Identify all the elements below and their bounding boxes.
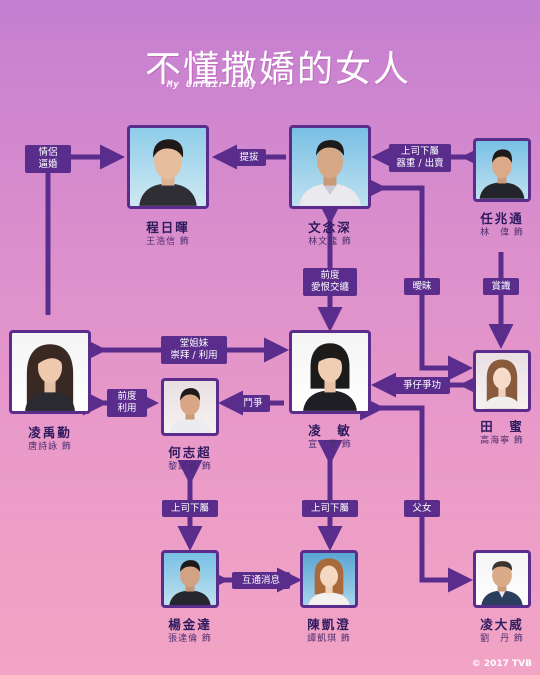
label-appreciate: 賞識 [483, 278, 519, 295]
character-name-yeung-kam-tat: 楊金達 [168, 617, 212, 632]
actor-credit-ling-man: 宣 萱 飾 [308, 440, 352, 450]
portrait-yam-siu-tung [473, 138, 531, 202]
character-name-ling-tai-wai: 凌大威 [480, 617, 524, 632]
actor-credit-yeung-kam-tat: 張達倫 飾 [168, 634, 212, 644]
portrait-ling-man [289, 330, 371, 414]
show-title: 不懂撒嬌的女人 My Unfair Lady [145, 40, 409, 100]
person-silhouette-icon [479, 149, 525, 199]
label-cousins: 堂姐妹 崇拜 / 利用 [161, 336, 227, 364]
actor-credit-ling-yu-kan: 唐詩詠 飾 [28, 442, 72, 452]
label-boss-sub-left: 上司下屬 [162, 500, 218, 517]
label-promote: 提拔 [232, 149, 266, 166]
character-name-ho-chi-chiu: 何志超 [168, 445, 212, 460]
portrait-ching-yat-fai [127, 125, 209, 209]
portrait-chan-hoi-ching [300, 550, 358, 608]
label-father-daughter: 父女 [404, 500, 440, 517]
actor-credit-tin-mat: 高海寧 飾 [480, 436, 524, 446]
label-compete: 爭仔爭功 [394, 377, 450, 394]
copyright-notice: © 2017 TVB [471, 659, 532, 669]
label-exchange-info: 互通消息 [232, 572, 290, 589]
person-silhouette-icon [299, 140, 361, 206]
label-fight: 鬥爭 [236, 395, 270, 412]
person-silhouette-icon [24, 344, 76, 411]
actor-credit-ling-tai-wai: 劉 丹 飾 [480, 634, 524, 644]
character-name-man-nim-sum: 文念深 [308, 220, 352, 235]
character-name-tin-mat: 田 蜜 [480, 419, 524, 434]
show-title-main: 不懂撒嬌的女人 [145, 49, 412, 90]
connector-father-daughter [360, 395, 474, 593]
label-couple-marriage: 情侶 逼婚 [25, 145, 71, 173]
portrait-ling-yu-kan [9, 330, 91, 414]
person-silhouette-icon [308, 558, 350, 605]
connector-couple-marriage [45, 144, 126, 315]
label-ex-love-hate: 前度 愛恨交纏 [303, 268, 357, 296]
person-silhouette-icon [169, 388, 211, 433]
show-title-sub: My Unfair Lady [167, 80, 257, 90]
character-name-ling-man: 凌 敏 [308, 423, 352, 438]
character-name-yam-siu-tung: 任兆通 [480, 211, 524, 226]
actor-credit-chan-hoi-ching: 譚凱琪 飾 [307, 634, 351, 644]
label-boss-sub-mid: 上司下屬 [302, 500, 358, 517]
label-boss-sub-trust: 上司下屬 器重 / 出賣 [389, 144, 451, 172]
portrait-man-nim-sum [289, 125, 371, 209]
portrait-ho-chi-chiu [161, 378, 219, 436]
person-silhouette-icon [169, 560, 211, 605]
label-ambiguous: 曖昧 [404, 278, 440, 295]
actor-credit-yam-siu-tung: 林 偉 飾 [480, 228, 524, 238]
person-silhouette-icon [481, 561, 523, 605]
portrait-tin-mat [473, 350, 531, 412]
actor-credit-man-nim-sum: 林文龍 飾 [308, 237, 352, 247]
person-silhouette-icon [483, 359, 521, 409]
character-name-ching-yat-fai: 程日暉 [146, 220, 190, 235]
person-silhouette-icon [303, 343, 357, 411]
portrait-ling-tai-wai [473, 550, 531, 608]
portrait-yeung-kam-tat [161, 550, 219, 608]
character-name-ling-yu-kan: 凌禹勤 [28, 425, 72, 440]
actor-credit-ho-chi-chiu: 黎諾懿 飾 [168, 462, 212, 472]
actor-credit-ching-yat-fai: 王浩信 飾 [146, 237, 190, 247]
person-silhouette-icon [139, 139, 197, 206]
character-name-chan-hoi-ching: 陳凱澄 [307, 617, 351, 632]
label-ex-use: 前度 利用 [107, 389, 147, 417]
